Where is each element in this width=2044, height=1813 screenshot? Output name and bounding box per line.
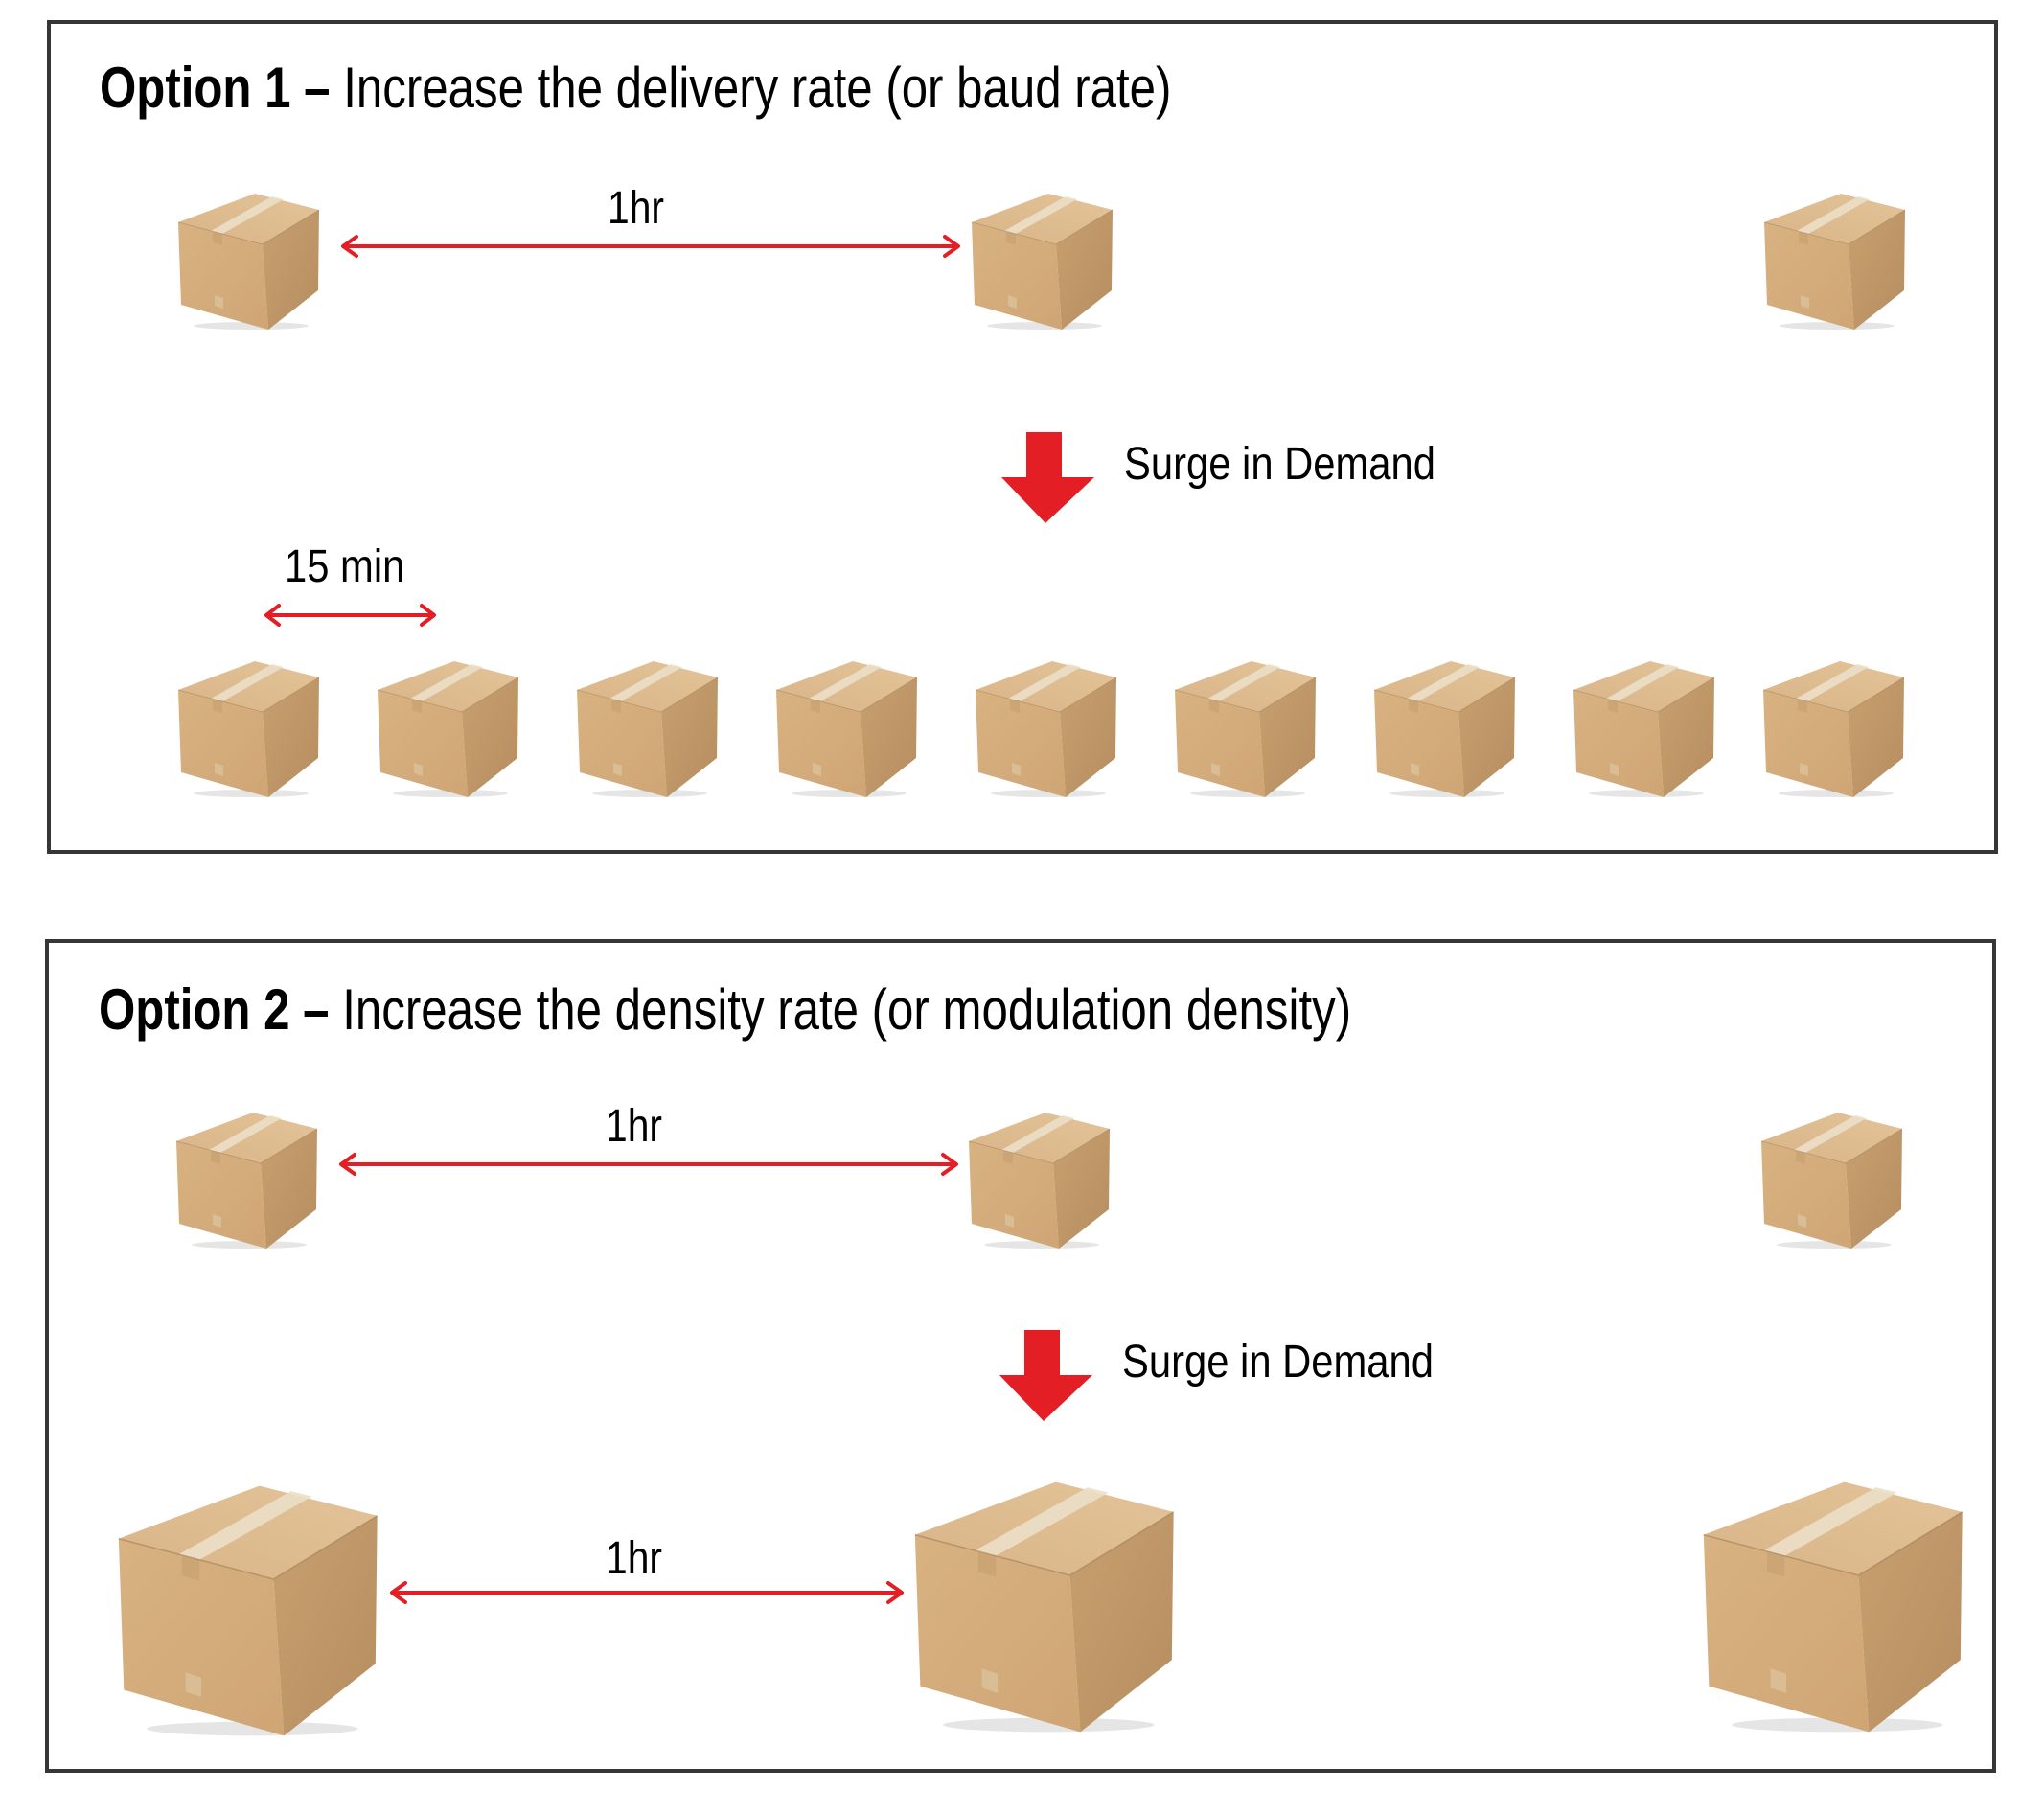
large-box-icon <box>1696 1479 1964 1735</box>
interval-arrow-icon <box>338 1153 959 1176</box>
interval-arrow-icon <box>389 1581 905 1604</box>
option-1-title-label: Option 1 – <box>100 56 331 120</box>
down-arrow-icon <box>1001 432 1095 524</box>
box-icon <box>1759 659 1905 799</box>
box-icon <box>772 659 918 799</box>
interval-label: 1hr <box>606 1533 662 1584</box>
box-icon <box>968 192 1114 332</box>
interval-arrow-icon <box>264 604 437 627</box>
box-icon <box>1757 1111 1903 1251</box>
interval-label: 1hr <box>608 183 664 234</box>
box-icon <box>1570 659 1715 799</box>
option-2-title: Option 2 – Increase the density rate (or… <box>99 981 1351 1039</box>
large-box-icon <box>907 1479 1176 1735</box>
box-icon <box>965 1111 1111 1251</box>
box-icon <box>972 659 1117 799</box>
interval-label: 1hr <box>606 1101 662 1152</box>
surge-in-demand-label: Surge in Demand <box>1124 439 1435 490</box>
surge-in-demand-label: Surge in Demand <box>1122 1337 1434 1388</box>
box-icon <box>174 659 320 799</box>
box-icon <box>374 659 519 799</box>
down-arrow-icon <box>999 1330 1093 1422</box>
option-1-title: Option 1 – Increase the delivery rate (o… <box>100 59 1171 117</box>
box-icon <box>1760 192 1906 332</box>
option-2-title-label: Option 2 – <box>99 977 330 1042</box>
interval-label: 15 min <box>285 541 405 592</box>
option-2-title-description: Increase the density rate (or modulation… <box>342 977 1352 1042</box>
interval-arrow-icon <box>340 235 961 258</box>
box-icon <box>573 659 719 799</box>
box-icon <box>1370 659 1516 799</box>
large-box-icon <box>111 1482 379 1739</box>
box-icon <box>172 1111 318 1251</box>
box-icon <box>1171 659 1317 799</box>
option-1-title-description: Increase the delivery rate (or baud rate… <box>343 56 1172 120</box>
box-icon <box>174 192 320 332</box>
